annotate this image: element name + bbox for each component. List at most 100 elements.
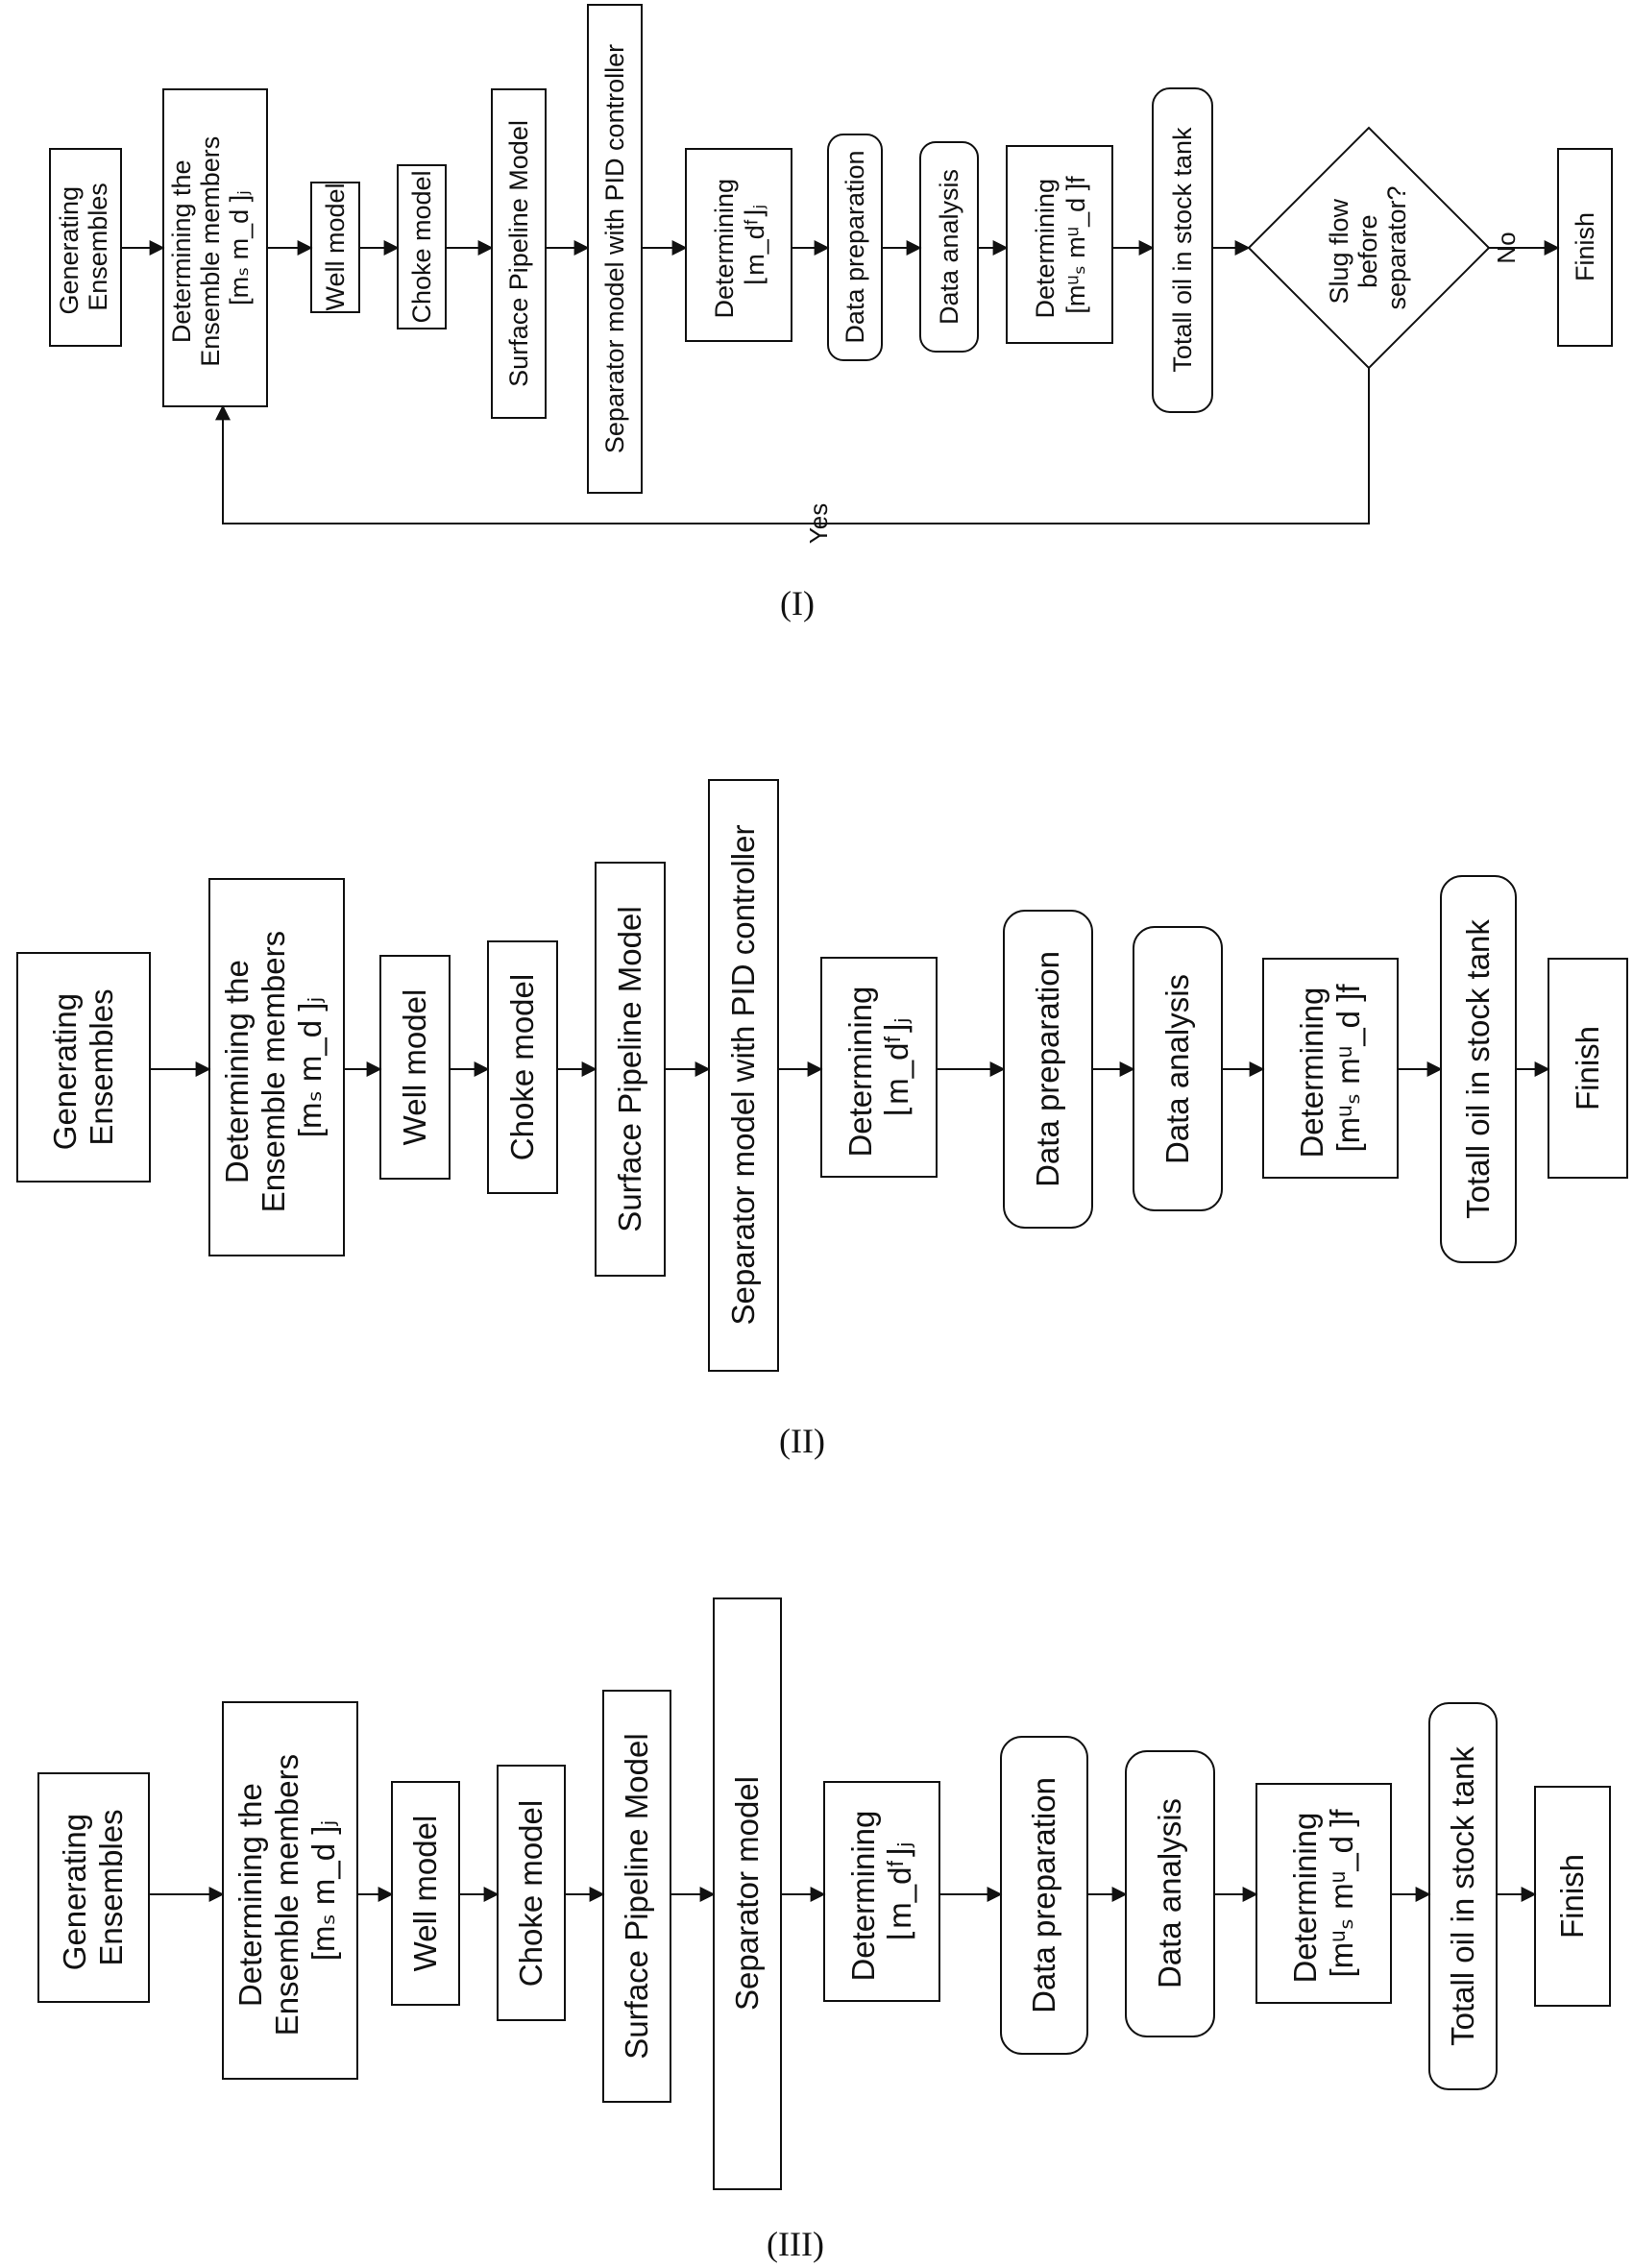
d2-node-total-oil: Totall oil in stock tank bbox=[1440, 875, 1517, 1263]
d1-node-decision: Slug flow before separator? bbox=[1247, 126, 1491, 370]
d2-node-data-analysis-label: Data analysis bbox=[1159, 974, 1195, 1164]
d3-node-surface-pipeline: Surface Pipeline Model bbox=[602, 1690, 671, 2103]
d1-node-choke-model-label: Choke model bbox=[407, 170, 436, 323]
svg-text:Determining [mᵘₛ mᵘ_d: Determining [mᵘₛ mᵘ_d ]f bbox=[1294, 978, 1366, 1158]
d1-arrow-yes-loop bbox=[215, 368, 1370, 524]
svg-text:Determining the Ensemb: Determining the Ensemble members [mₛ m_d… bbox=[219, 922, 328, 1213]
d1-node-determining-members-line2: Ensemble members bbox=[196, 136, 225, 367]
d2-node-generating-ensembles-line2: Ensembles bbox=[84, 988, 119, 1145]
d1-node-well-model-label: Well model bbox=[321, 183, 350, 310]
d2-node-surface-pipeline-label: Surface Pipeline Model bbox=[612, 906, 647, 1232]
d1-node-generating-ensembles: Generating Ensembles bbox=[49, 148, 122, 347]
d1-node-finish: Finish bbox=[1557, 148, 1613, 347]
d1-node-determining-members-line1: Determining the bbox=[167, 159, 196, 343]
d3-node-well-model-label: Well model bbox=[407, 1816, 443, 1972]
d1-node-determining-f-line1: Determining bbox=[710, 179, 739, 319]
d1-node-data-analysis: Data analysis bbox=[919, 141, 979, 353]
d2-node-determining-f-line1: Determining bbox=[842, 987, 878, 1158]
d2-node-determining-f-line2: ⌊m_dᶠ⌋ⱼ bbox=[879, 1017, 914, 1116]
d1-node-data-preparation: Data preparation bbox=[827, 134, 883, 361]
d3-node-surface-pipeline-label: Surface Pipeline Model bbox=[619, 1733, 654, 2059]
d3-node-separator: Separator model bbox=[713, 1597, 782, 2190]
diagram-3: Generating Ensembles Determining the Ens… bbox=[37, 1597, 1611, 2263]
svg-text:Slug flow before: Slug flow before separator? bbox=[1325, 185, 1411, 309]
d1-node-data-analysis-label: Data analysis bbox=[935, 169, 963, 325]
d3-node-determining-f-line2: ⌊m_dᶠ⌋ⱼ bbox=[882, 1841, 917, 1940]
d1-node-determining-u-line2: [mᵘₛ mᵘ_d ]f bbox=[1061, 176, 1090, 314]
d1-node-decision-line1: Slug flow bbox=[1325, 198, 1353, 304]
svg-text:Determining the Ensemb: Determining the Ensemble members [mₛ m_d… bbox=[232, 1745, 341, 2036]
d2-node-surface-pipeline: Surface Pipeline Model bbox=[595, 862, 666, 1277]
d2-caption: (II) bbox=[779, 1422, 825, 1460]
d1-node-decision-line2: before bbox=[1353, 214, 1382, 288]
d1-caption: (I) bbox=[780, 584, 815, 622]
d2-node-choke-model-label: Choke model bbox=[504, 974, 540, 1160]
d3-node-generating-ensembles-line1: Generating bbox=[57, 1814, 92, 1970]
d2-node-well-model: Well model bbox=[379, 955, 451, 1180]
d3-node-determining-members-line3: [mₛ m_d ]ⱼ bbox=[305, 1820, 341, 1961]
d1-node-separator-label: Separator model with PID controller bbox=[600, 44, 629, 453]
d3-node-data-preparation: Data preparation bbox=[1000, 1736, 1088, 2055]
d3-node-finish: Finish bbox=[1534, 1786, 1611, 2007]
svg-text:Determining [mᵘₛ mᵘ_d: Determining [mᵘₛ mᵘ_d ]f bbox=[1031, 171, 1090, 318]
d1-node-surface-pipeline: Surface Pipeline Model bbox=[491, 88, 547, 419]
d1-node-data-preparation-label: Data preparation bbox=[841, 150, 869, 343]
d3-caption: (III) bbox=[767, 2225, 824, 2263]
d1-node-determining-f: Determining ⌊m_dᶠ⌋ⱼ bbox=[685, 148, 792, 342]
d1-node-finish-label: Finish bbox=[1571, 212, 1599, 281]
d2-node-determining-members: Determining the Ensemble members [mₛ m_d… bbox=[208, 878, 345, 1256]
d3-node-finish-label: Finish bbox=[1554, 1854, 1590, 1939]
d2-node-choke-model: Choke model bbox=[487, 940, 558, 1194]
svg-text:Determining ⌊m_dᶠ⌋ⱼ: Determining ⌊m_dᶠ⌋ⱼ bbox=[845, 1801, 917, 1981]
d3-node-separator-label: Separator model bbox=[729, 1776, 765, 2011]
d2-node-separator-label: Separator model with PID controller bbox=[725, 825, 761, 1326]
svg-text:Generating Ensembles: Generating Ensembles bbox=[57, 1805, 129, 1970]
svg-text:Determining ⌊m_dᶠ⌋ⱼ: Determining ⌊m_dᶠ⌋ⱼ bbox=[842, 977, 914, 1157]
d2-node-data-preparation: Data preparation bbox=[1003, 910, 1093, 1229]
diagram-1: Generating Ensembles Determining the Ens… bbox=[49, 4, 1613, 622]
d3-node-determining-members: Determining the Ensemble members [mₛ m_d… bbox=[222, 1701, 358, 2080]
svg-text:Determining ⌊m_dᶠ⌋ⱼ: Determining ⌊m_dᶠ⌋ⱼ bbox=[710, 171, 769, 318]
d3-node-determining-f: Determining ⌊m_dᶠ⌋ⱼ bbox=[823, 1781, 940, 2002]
d3-node-determining-u-line1: Determining bbox=[1287, 1813, 1323, 1984]
d2-node-generating-ensembles-line1: Generating bbox=[47, 993, 83, 1150]
d1-edges bbox=[121, 240, 1560, 524]
d1-node-surface-pipeline-label: Surface Pipeline Model bbox=[504, 120, 533, 387]
d3-node-well-model: Well model bbox=[391, 1781, 460, 2006]
d2-node-finish-label: Finish bbox=[1570, 1026, 1605, 1110]
d2-node-determining-members-line1: Determining the bbox=[219, 960, 255, 1183]
diagram-2: Generating Ensembles Determining the Ens… bbox=[16, 779, 1628, 1460]
svg-text:Determining [mᵘₛ mᵘ_d: Determining [mᵘₛ mᵘ_d ]f bbox=[1287, 1803, 1359, 1983]
d1-node-determining-f-line2: ⌊m_dᶠ⌋ⱼ bbox=[741, 205, 769, 286]
d3-node-data-analysis: Data analysis bbox=[1125, 1750, 1215, 2037]
d3-node-choke-model: Choke model bbox=[497, 1765, 566, 2021]
d1-node-determining-members-line3: [mₛ m_d ]ⱼ bbox=[225, 190, 254, 305]
d1-node-generating-ensembles-line1: Generating bbox=[55, 186, 84, 315]
d3-node-data-preparation-label: Data preparation bbox=[1026, 1777, 1061, 2013]
d3-node-determining-members-line1: Determining the bbox=[232, 1783, 268, 2007]
d2-node-separator: Separator model with PID controller bbox=[708, 779, 779, 1372]
d2-node-total-oil-label: Totall oil in stock tank bbox=[1460, 919, 1496, 1219]
svg-text:Generating Ensembles: Generating Ensembles bbox=[55, 179, 112, 314]
d2-node-determining-members-line2: Ensemble members bbox=[256, 931, 291, 1212]
d3-node-generating-ensembles: Generating Ensembles bbox=[37, 1772, 150, 2003]
svg-text:Determining the Ensemb: Determining the Ensemble members [mₛ m_d… bbox=[167, 129, 254, 367]
d1-node-well-model: Well model bbox=[310, 182, 360, 313]
d1-node-separator: Separator model with PID controller bbox=[587, 4, 643, 494]
d1-node-determining-members: Determining the Ensemble members [mₛ m_d… bbox=[162, 88, 268, 407]
d2-node-determining-u-line2: [mᵘₛ mᵘ_d ]f bbox=[1330, 984, 1366, 1153]
d1-node-total-oil: Totall oil in stock tank bbox=[1152, 87, 1213, 413]
d3-node-choke-model-label: Choke model bbox=[513, 1800, 548, 1987]
d3-node-determining-u-line2: [mᵘₛ mᵘ_d ]f bbox=[1324, 1809, 1359, 1978]
d1-node-determining-u-line1: Determining bbox=[1031, 179, 1060, 319]
d3-node-total-oil-label: Totall oil in stock tank bbox=[1445, 1746, 1480, 2046]
d2-node-determining-f: Determining ⌊m_dᶠ⌋ⱼ bbox=[820, 957, 938, 1178]
d1-label-no: No bbox=[1492, 232, 1521, 263]
svg-text:Generating Ensembles: Generating Ensembles bbox=[47, 985, 119, 1150]
d3-node-determining-f-line1: Determining bbox=[845, 1811, 881, 1982]
d3-node-generating-ensembles-line2: Ensembles bbox=[93, 1809, 129, 1965]
d2-node-well-model-label: Well model bbox=[397, 989, 432, 1146]
d1-node-generating-ensembles-line2: Ensembles bbox=[84, 183, 112, 311]
d3-node-determining-members-line2: Ensemble members bbox=[269, 1754, 305, 2036]
d2-node-determining-members-line3: [mₛ m_d ]ⱼ bbox=[292, 997, 328, 1137]
